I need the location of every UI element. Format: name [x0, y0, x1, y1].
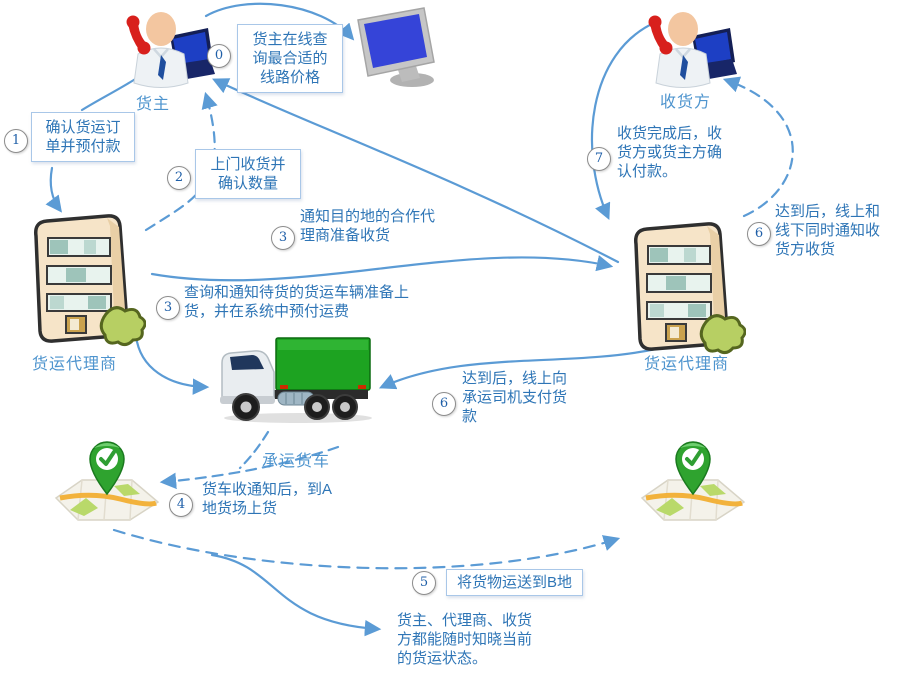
arrow-right-agent-to-owner: [212, 78, 620, 264]
step-0-number: 0: [207, 44, 231, 68]
arrow-step7-receiver-to-right-agent: [590, 20, 658, 221]
arrow-step1-to-left-agent: [45, 166, 62, 213]
map-b-pin-icon: [640, 441, 746, 521]
right-agent-label: 货运代理商: [644, 356, 730, 373]
step-1-number: 1: [4, 129, 28, 153]
step-0-callout: 货主在线查 询最合适的 线路价格: [237, 24, 343, 93]
arrow-step3b-left-agent-to-truck: [134, 334, 210, 395]
owner-person-icon: [126, 12, 215, 88]
step-3a-callout: 通知目的地的合作代 理商准备收货: [300, 208, 436, 244]
step-1-callout: 确认货运订 单并预付款: [31, 112, 135, 162]
truck-icon: [220, 337, 372, 423]
arrow-step5-map-a-to-map-b: [112, 528, 621, 570]
step-5-number: 5: [412, 571, 436, 595]
status-note: 货主、代理商、收货 方都能随时知晓当前 的货运状态。: [397, 612, 533, 667]
step-2-number: 2: [167, 166, 191, 190]
right-agent-building-icon: [633, 222, 746, 355]
step-6b-number: 6: [747, 222, 771, 246]
leader-truck-label: [238, 430, 270, 470]
step-7-number: 7: [587, 147, 611, 171]
step-7-callout: 收货完成后，收 货方或货主方确 认付款。: [617, 125, 723, 180]
arrow-step4-truck-to-map-a: [159, 445, 340, 490]
step-6a-callout: 达到后，线上向 承运司机支付货 款: [462, 370, 568, 425]
step-6a-number: 6: [432, 392, 456, 416]
receiver-person-icon: [648, 12, 737, 88]
step-4-number: 4: [169, 493, 193, 517]
arrow-to-status-note: [210, 553, 382, 637]
step-3b-callout: 查询和通知待货的货运车辆准备上 货，并在系统中预付运费: [184, 284, 410, 320]
owner-label: 货主: [136, 96, 171, 113]
step-5-callout: 将货物运送到B地: [446, 569, 584, 596]
left-agent-building-icon: [33, 214, 146, 347]
arrow-step6b-right-agent-to-receiver: [722, 76, 794, 218]
step-4-callout: 货车收通知后，到A 地货场上货: [202, 481, 333, 517]
step-2-callout: 上门收货并 确认数量: [195, 149, 301, 199]
truck-label: 承运货车: [262, 453, 331, 470]
line-owner-to-step1-box: [80, 76, 139, 112]
map-a-pin-icon: [54, 441, 160, 521]
left-agent-label: 货运代理商: [32, 356, 118, 373]
step-3a-number: 3: [271, 226, 295, 250]
arrow-step6a-right-agent-to-truck: [378, 347, 658, 390]
arrow-step3a-left-agent-to-right-agent: [150, 255, 614, 282]
receiver-label: 收货方: [660, 94, 712, 111]
computer-monitor-icon: [357, 7, 435, 87]
step-3b-number: 3: [156, 296, 180, 320]
step-6b-callout: 达到后，线上和 线下同时通知收 货方收货: [775, 203, 881, 258]
